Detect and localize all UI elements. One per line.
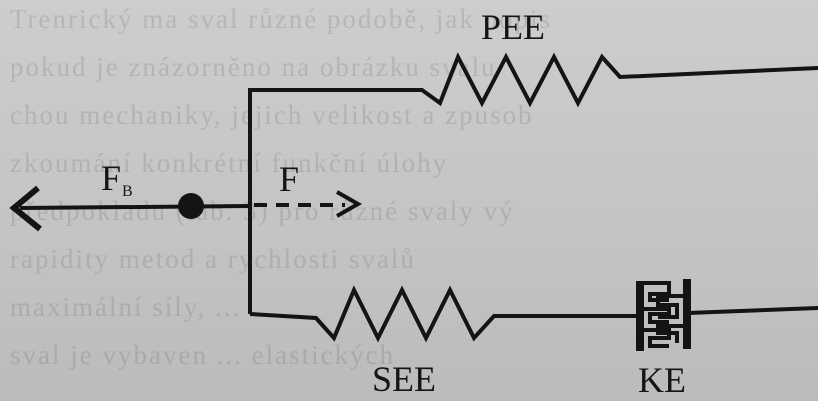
- force-line: [19, 204, 251, 210]
- bleed-text-line: zkoumání konkrétní funkční úlohy: [10, 148, 449, 178]
- label-ke: KE: [638, 360, 686, 400]
- label-fb-subscript: B: [122, 183, 133, 200]
- see-branch: [249, 285, 638, 343]
- bleed-text-line: maximální síly, ...: [10, 292, 242, 322]
- label-pee: PEE: [481, 7, 546, 47]
- label-f: F: [279, 159, 300, 199]
- ke-element: [636, 279, 691, 351]
- label-fb: FB: [101, 158, 133, 200]
- bleed-text-line: Trenrický ma sval různé podobě, jak popi…: [10, 4, 553, 34]
- bleed-text-line: chou mechaniky, jejich velikost a zpusob: [10, 100, 534, 130]
- bleed-text-line: předpokladu (tab. 3) pro různé svaly vý: [10, 196, 515, 226]
- attachment-point: [178, 193, 204, 219]
- bleed-text-line: rapidity metod a rychlosti svalů: [10, 244, 416, 274]
- pee-branch: [248, 52, 818, 314]
- ke-right-lead: [687, 306, 818, 315]
- bleed-text-line: pokud je znázorněno na obrázku svalu: [10, 52, 497, 82]
- fb-arrow-head: [9, 185, 42, 232]
- bleed-text-line: sval je vybaven ... elastických: [10, 340, 396, 370]
- label-fb-main: F: [101, 158, 122, 198]
- f-arrow-head: [336, 190, 363, 218]
- label-see: SEE: [372, 359, 437, 399]
